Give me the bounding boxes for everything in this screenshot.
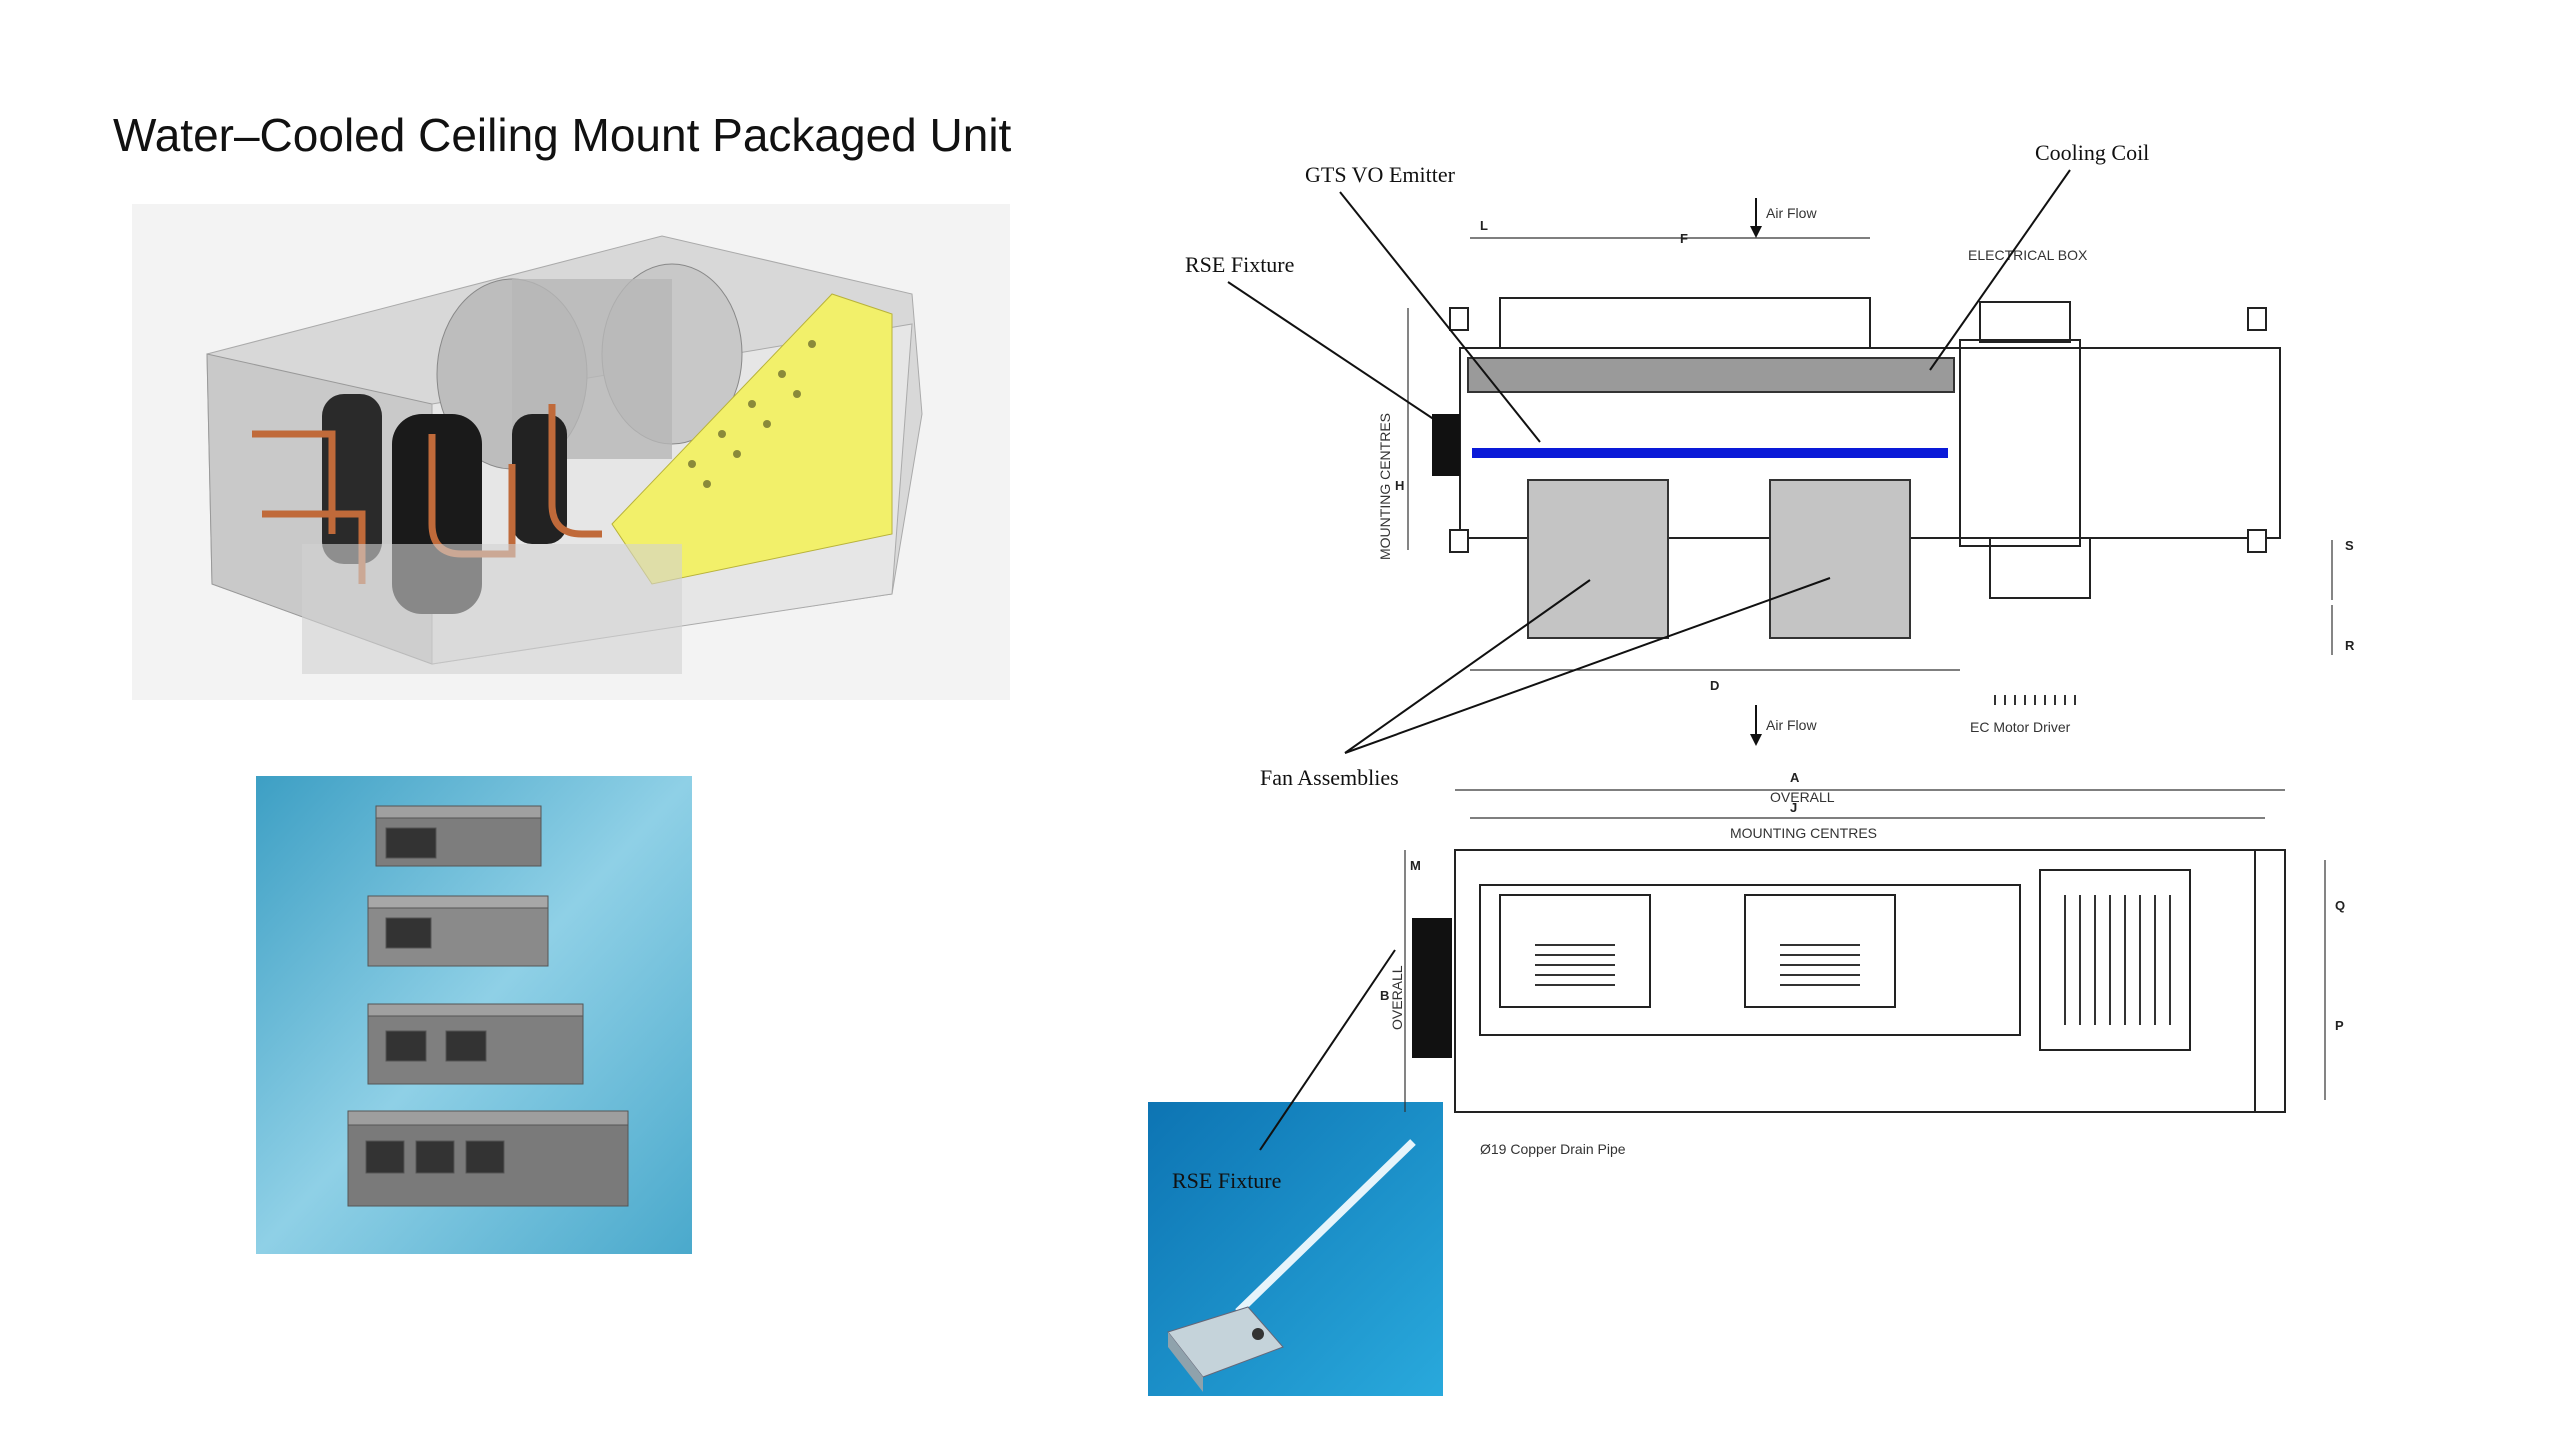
mounting-centres-side-label: MOUNTING CENTRES [1377, 413, 1393, 560]
air-flow-top-label: Air Flow [1766, 205, 1817, 221]
electrical-box-label: ELECTRICAL BOX [1968, 247, 2088, 263]
fan-assembly-1 [1527, 479, 1669, 639]
drain-pipe-label: Ø19 Copper Drain Pipe [1480, 1141, 1626, 1157]
dim-m: M [1410, 858, 1421, 873]
dim-q: Q [2335, 898, 2345, 913]
dim-a: A [1790, 770, 1800, 785]
dim-p: P [2335, 1018, 2344, 1033]
side-view-grilles [1535, 895, 2171, 1025]
dim-h: H [1395, 478, 1404, 493]
gts-vo-emitter-bar [1472, 448, 1948, 458]
rse-fixture-image [1148, 1102, 1443, 1396]
side-view [1454, 849, 2286, 1113]
cooling-coil [1467, 357, 1955, 393]
air-flow-bottom-label: Air Flow [1766, 717, 1817, 733]
overall-side-label: OVERALL [1389, 965, 1405, 1030]
mounting-bracket-holes [1449, 307, 2267, 553]
product-range-image [256, 776, 692, 1254]
unit-technical-diagram: F L D S R H MOUNTING CENTRES ELECTRICAL … [1185, 140, 2355, 1157]
dim-j: J [1790, 800, 1797, 815]
cooling-coil-label: Cooling Coil [2035, 140, 2149, 165]
dim-l: L [1480, 218, 1488, 233]
ec-motor-driver-label: EC Motor Driver [1970, 719, 2071, 735]
rse-fixture-side [1412, 918, 1452, 1058]
dim-b: B [1380, 988, 1389, 1003]
slide-title: Water–Cooled Ceiling Mount Packaged Unit [113, 109, 1012, 161]
dim-s: S [2345, 538, 2354, 553]
fan-assemblies-label: Fan Assemblies [1260, 765, 1399, 790]
dim-f: F [1680, 231, 1688, 246]
fan-assembly-2 [1769, 479, 1911, 639]
gts-emitter-label: GTS VO Emitter [1305, 162, 1456, 187]
dim-d: D [1710, 678, 1719, 693]
rse-fixture-label: RSE Fixture [1185, 252, 1294, 277]
overall-top-label: OVERALL [1770, 789, 1835, 805]
dim-r: R [2345, 638, 2355, 653]
rse-fixture-top [1432, 414, 1460, 476]
rse-fixture-photo-label: RSE Fixture [1172, 1168, 1282, 1193]
mounting-centres-bottom-label: MOUNTING CENTRES [1730, 825, 1877, 841]
unit-cutaway-image [132, 204, 1010, 700]
